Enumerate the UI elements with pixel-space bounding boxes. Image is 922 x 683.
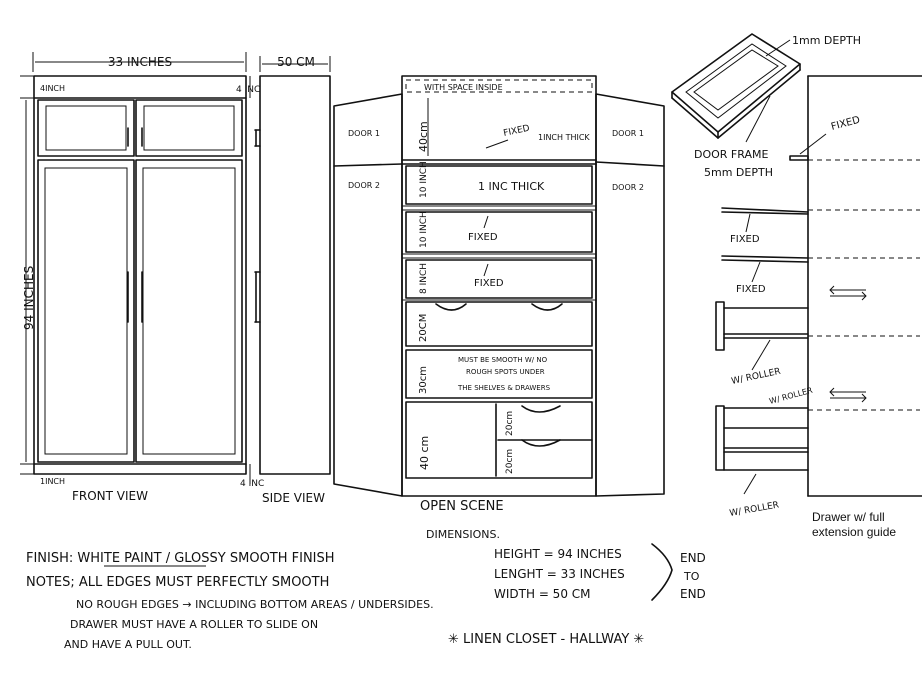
dimension-width: WIDTH = 50 CM [494, 587, 591, 601]
door2-left-label: DOOR 2 [348, 181, 380, 190]
inch-thick-1: 1INCH THICK [538, 133, 590, 142]
dim-10-inch-2: 10 INCH [419, 211, 429, 248]
caption-line-2: extension guide [812, 525, 897, 539]
front-top-dim: 4INCH [40, 84, 65, 93]
front-cabinet-body [33, 75, 247, 475]
front-bottom-dim: 1INCH [40, 477, 65, 486]
roller-label-1: W/ ROLLER [731, 367, 782, 387]
left-door-panel [333, 93, 403, 497]
smooth-note-2: ROUGH SPOTS UNDER [466, 368, 545, 376]
fixed-label-2: FIXED [468, 232, 498, 243]
side-cabinet-body [259, 75, 331, 475]
side-top-dim: 4 INC [236, 85, 260, 95]
finish-note: FINISH: WHITE PAINT / GLOSSY SMOOTH FINI… [26, 551, 335, 566]
dimension-bracket [651, 543, 673, 601]
dim-30cm: 30cm [418, 366, 429, 394]
inch-thick-2: 1 INC THICK [478, 180, 545, 193]
footer-title: ✳ LINEN CLOSET - HALLWAY ✳ [448, 632, 644, 647]
dimension-height: HEIGHT = 94 INCHES [494, 547, 622, 561]
dimension-length: LENGHT = 33 INCHES [494, 567, 625, 581]
fixed-detail-a: FIXED [830, 115, 862, 133]
door1-right-label: DOOR 1 [612, 129, 644, 138]
roller-label-3: W/ ROLLER [729, 500, 780, 519]
detail-views: 1mm DEPTH DOOR FRAME 5mm DEPTH FIXED FIX… [671, 33, 922, 519]
caption-line-1: Drawer w/ full [812, 510, 885, 524]
dim-40cm-bottom: 40 cm [418, 436, 431, 470]
open-scene-label: OPEN SCENE [420, 499, 504, 514]
dim-10-inch-1: 10 INCH [419, 161, 429, 198]
dimensions-block: DIMENSIONS. HEIGHT = 94 INCHES LENGHT = … [426, 528, 706, 601]
right-door-panel [595, 93, 665, 497]
door-frame-label: DOOR FRAME [694, 148, 768, 161]
dimensions-title: DIMENSIONS. [426, 528, 500, 541]
door2-right-label: DOOR 2 [612, 183, 644, 192]
fixed-detail-b: FIXED [730, 234, 760, 245]
depth-1mm-label: 1mm DEPTH [792, 34, 861, 47]
dim-8-inch: 8 INCH [419, 263, 429, 294]
front-height-dim: 94 INCHES [22, 266, 36, 330]
side-view: 50 CM 4 INC 4 INC SIDE VIEW [236, 55, 331, 505]
front-view: 33 INCHES 4INCH 94 INCHES 1INCH FRONT VI… [20, 52, 247, 503]
fixed-label-3: FIXED [474, 278, 504, 289]
open-top-note: WITH SPACE INSIDE [424, 83, 503, 92]
side-view-label: SIDE VIEW [262, 491, 325, 505]
notes-block: FINISH: WHITE PAINT / GLOSSY SMOOTH FINI… [26, 551, 434, 651]
dim-40cm-top: 40cm [417, 121, 430, 152]
side-width-dim: 50 CM [277, 55, 315, 69]
notes-line-4: AND HAVE A PULL OUT. [64, 638, 192, 651]
notes-line-1: NOTES; ALL EDGES MUST PERFECTLY SMOOTH [26, 575, 329, 590]
drawer-caption: Drawer w/ full extension guide [812, 510, 896, 540]
front-width-dim: 33 INCHES [108, 55, 172, 69]
end-label-3: END [680, 587, 706, 601]
smooth-note-3: THE SHELVES & DRAWERS [457, 384, 551, 392]
end-label-2: TO [683, 570, 700, 583]
smooth-note-1: MUST BE SMOOTH W/ NO [458, 356, 548, 364]
door-frame-depth: 5mm DEPTH [704, 166, 773, 179]
end-label-1: END [680, 551, 706, 565]
open-scene: DOOR 1 DOOR 2 DOOR 1 DOOR 2 WITH SPACE I… [333, 75, 665, 514]
dim-20cm-c: 20cm [505, 449, 515, 474]
notes-line-2: NO ROUGH EDGES → INCLUDING BOTTOM AREAS … [76, 598, 434, 611]
drawer-20cm [405, 301, 593, 347]
fixed-detail-c: FIXED [736, 284, 766, 295]
side-bottom-dim: 4 INC [240, 479, 264, 489]
door1-left-label: DOOR 1 [348, 129, 380, 138]
dim-20cm-a: 20CM [418, 314, 429, 342]
open-cabinet-body [401, 75, 597, 497]
roller-label-2: W/ ROLLER [768, 386, 814, 406]
dim-20cm-b: 20cm [505, 411, 515, 436]
notes-line-3: DRAWER MUST HAVE A ROLLER TO SLIDE ON [70, 618, 318, 631]
fixed-label-1: FIXED [503, 124, 531, 139]
door-frame-sketch [671, 33, 801, 133]
front-view-label: FRONT VIEW [72, 489, 148, 503]
drawer-30cm [405, 349, 593, 399]
